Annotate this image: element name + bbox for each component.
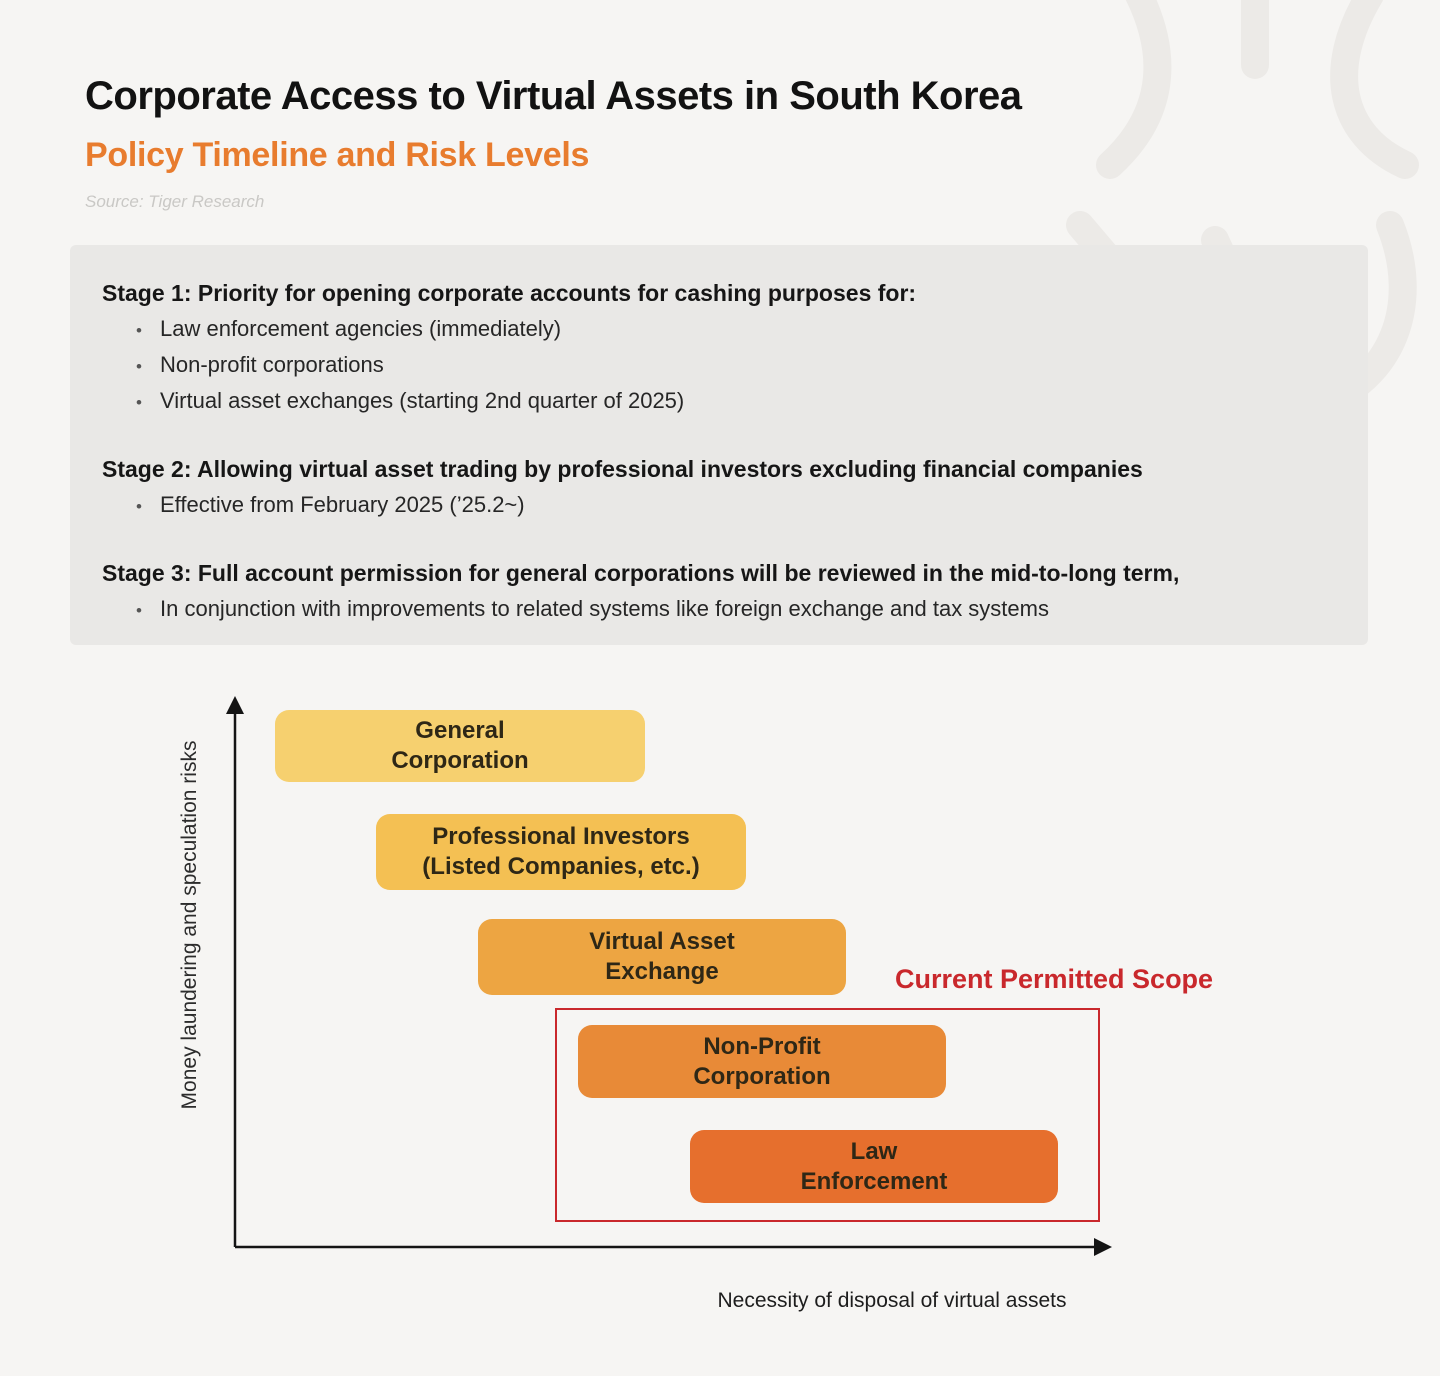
bullet-text: In conjunction with improvements to rela… xyxy=(160,596,1049,621)
chart-axes xyxy=(226,696,1112,1256)
bullet-icon: • xyxy=(136,601,142,620)
bullet-icon: • xyxy=(136,497,142,516)
stage-1-bullet-3: • Virtual asset exchanges (starting 2nd … xyxy=(102,384,1328,420)
stage-2-block: Stage 2: Allowing virtual asset trading … xyxy=(102,453,1328,524)
chart-box-label-line: Corporation xyxy=(391,747,529,774)
bullet-text: Non-profit corporations xyxy=(160,352,384,377)
chart-box-label-line: Virtual Asset xyxy=(589,928,735,955)
chart-box-law-enforcement: Law Enforcement xyxy=(690,1130,1058,1203)
policy-stages-panel: Stage 1: Priority for opening corporate … xyxy=(70,245,1368,645)
bullet-icon: • xyxy=(136,321,142,340)
x-axis-arrow-icon xyxy=(1094,1238,1112,1256)
y-axis-label: Money laundering and speculation risks xyxy=(178,740,201,1110)
x-axis-label: Necessity of disposal of virtual assets xyxy=(717,1289,1067,1312)
chart-box-label-line: Exchange xyxy=(605,958,719,985)
bullet-text: Law enforcement agencies (immediately) xyxy=(160,316,562,341)
chart-box-label-line: Corporation xyxy=(693,1062,831,1090)
bullet-text: Virtual asset exchanges (starting 2nd qu… xyxy=(160,388,685,413)
chart-box-label-line: Law xyxy=(850,1137,898,1165)
chart-box-label-line: Non-Profit xyxy=(703,1032,821,1060)
stage-3-block: Stage 3: Full account permission for gen… xyxy=(102,557,1328,628)
chart-box-label-line: General xyxy=(415,717,505,744)
current-permitted-scope-label: Current Permitted Scope xyxy=(895,964,1214,994)
stage-2-bullet-1: • Effective from February 2025 (’25.2~) xyxy=(102,488,1328,524)
page-title: Corporate Access to Virtual Assets in So… xyxy=(85,74,1022,118)
stage-1-bullet-1: • Law enforcement agencies (immediately) xyxy=(102,312,1328,348)
bullet-icon: • xyxy=(136,357,142,376)
stage-1-heading: Stage 1: Priority for opening corporate … xyxy=(102,280,917,306)
chart-box-label-line: Professional Investors xyxy=(432,823,690,850)
stage-2-heading: Stage 2: Allowing virtual asset trading … xyxy=(102,456,1143,482)
stage-3-bullet-1: • In conjunction with improvements to re… xyxy=(102,592,1328,628)
chart-box-general-corporation: General Corporation xyxy=(275,710,645,782)
chart-box-virtual-asset-exchange: Virtual Asset Exchange xyxy=(478,919,846,995)
chart-box-label-line: (Listed Companies, etc.) xyxy=(422,853,700,880)
bullet-icon: • xyxy=(136,393,142,412)
stage-1-bullet-2: • Non-profit corporations xyxy=(102,348,1328,384)
page-subtitle: Policy Timeline and Risk Levels xyxy=(85,136,590,174)
y-axis-arrow-icon xyxy=(226,696,244,714)
source-caption: Source: Tiger Research xyxy=(85,192,265,211)
chart-box-label-line: Enforcement xyxy=(800,1167,948,1195)
stage-3-heading: Stage 3: Full account permission for gen… xyxy=(102,560,1180,586)
chart-box-professional-investors: Professional Investors (Listed Companies… xyxy=(376,814,746,890)
chart-box-non-profit-corporation: Non-Profit Corporation xyxy=(578,1025,946,1098)
bullet-text: Effective from February 2025 (’25.2~) xyxy=(160,492,525,517)
stage-1-block: Stage 1: Priority for opening corporate … xyxy=(102,277,1328,420)
current-permitted-scope-outline xyxy=(555,1008,1100,1222)
